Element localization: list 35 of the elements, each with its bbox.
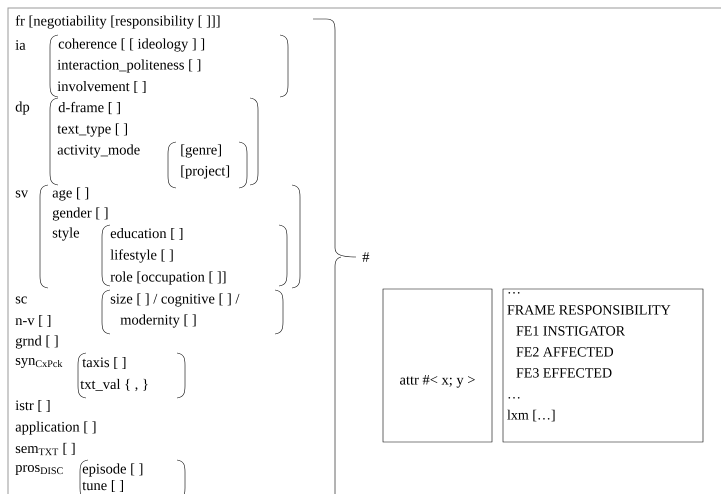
feature-text: activity_mode	[58, 144, 140, 158]
feature-text: #	[362, 252, 370, 262]
feature-text: syn$_{CxPck}$	[16, 358, 62, 368]
feature-text: gender [ ]	[52, 207, 108, 221]
feature-text: episode [ ]	[82, 463, 142, 477]
feature-text: ia	[16, 40, 26, 50]
feature-text: n-v [ ]	[16, 314, 50, 327]
feature-text: sv	[16, 190, 28, 198]
feature-text: style	[52, 227, 80, 241]
text-box: attr #< x; y >	[382, 288, 492, 442]
feature-text: sc	[16, 296, 27, 304]
feature-text: sem$_{TXT}$ [ ]	[16, 442, 75, 456]
feature-text: coherence [ [ ideology ] ]	[58, 38, 204, 52]
feature-text: text_type [ ]	[57, 123, 127, 137]
feature-text: involvement [ ]	[58, 80, 146, 93]
feature-text: d-frame [ ]	[58, 102, 120, 114]
feature-text: [project]	[181, 165, 230, 179]
feature-text: lifestyle [ ]	[110, 249, 173, 263]
feature-text: interaction_politeness [ ]	[58, 59, 200, 73]
feature-text: taxis [ ]	[82, 356, 126, 369]
feature-text: application [ ]	[16, 421, 96, 435]
feature-text: education [ ]	[110, 228, 182, 240]
feature-text: txt_val { , }	[80, 378, 148, 392]
text-box: … FRAME RESPONSIBILITY FE1 INSTIGATOR FE2 AFFECTED FE3 EFFECTED … lxm […]	[502, 288, 704, 442]
feature-text: role [occupation [ ]]	[110, 271, 226, 285]
feature-text: modernity [ ]	[120, 314, 196, 328]
feature-text: age [ ]	[52, 187, 88, 201]
feature-text: grnd [ ]	[16, 335, 58, 349]
feature-text: dp	[16, 101, 30, 115]
feature-text: fr [negotiability [responsibility [ ]]]	[16, 15, 220, 29]
feature-text: pros$_{DISC}$	[15, 465, 63, 475]
feature-text: tune [ ]	[82, 480, 123, 492]
feature-text: [genre]	[181, 144, 221, 158]
feature-text: istr [ ]	[16, 400, 50, 412]
feature-text: size [ ] / cognitive [ ] /	[110, 293, 240, 307]
